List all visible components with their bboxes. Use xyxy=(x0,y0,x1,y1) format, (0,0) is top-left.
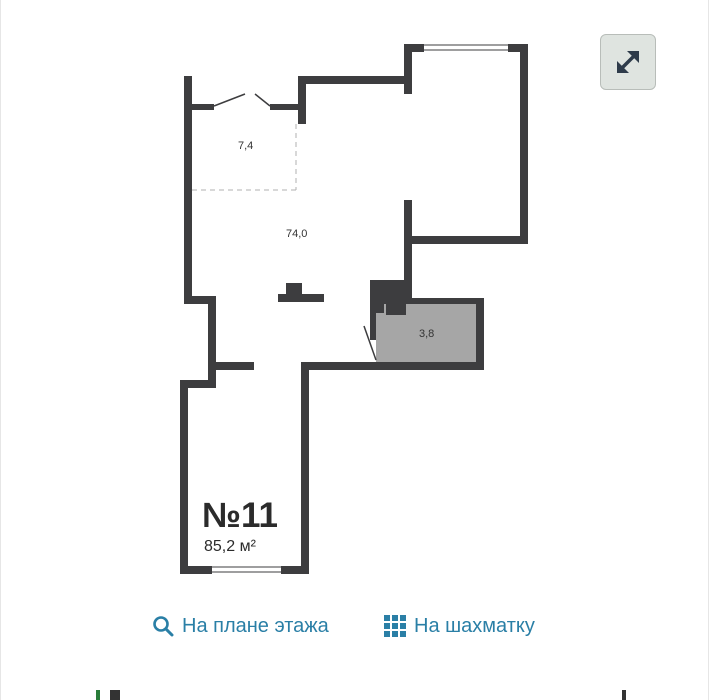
entrance-doors xyxy=(213,93,271,107)
apartment-number: №11 xyxy=(202,496,279,535)
windows xyxy=(212,44,508,573)
bottom-peek-marker xyxy=(96,690,100,700)
chess-link-label: На шахматку xyxy=(414,614,535,637)
bathroom-door xyxy=(363,325,377,361)
bottom-peek-text-right xyxy=(622,690,626,700)
room-area-main: 74,0 xyxy=(286,228,308,240)
apartment-area: 85,2 м² xyxy=(204,538,256,555)
floor-plan-link-label: На плане этажа xyxy=(182,614,329,637)
search-icon xyxy=(153,616,174,637)
zone-boundary xyxy=(192,124,297,191)
grid-icon xyxy=(384,615,406,637)
chess-link[interactable]: На шахматку xyxy=(384,612,535,640)
room-area-hall: 7,4 xyxy=(238,140,254,152)
bottom-peek-text xyxy=(110,690,120,700)
room-area-bathroom: 3,8 xyxy=(419,328,435,340)
floor-plan-link[interactable]: На плане этажа xyxy=(152,612,329,640)
expand-plan-button[interactable] xyxy=(600,34,656,90)
expand-diagonal-arrows-icon xyxy=(617,51,639,73)
walls xyxy=(180,44,528,574)
